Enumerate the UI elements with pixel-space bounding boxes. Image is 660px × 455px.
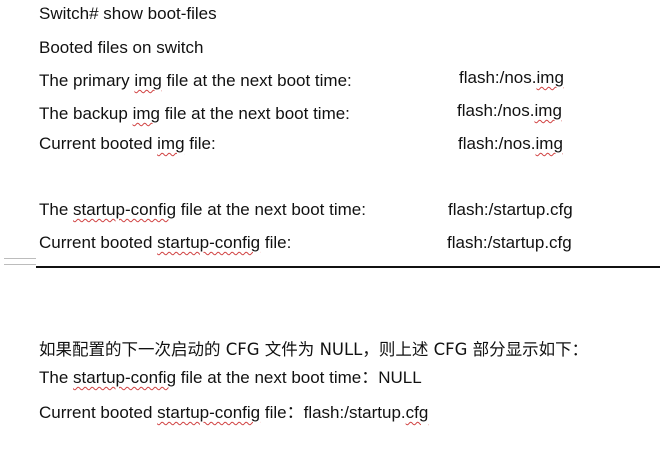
startup-label-config: startup-config bbox=[73, 200, 177, 219]
primary-img-label: The primary img file at the next boot ti… bbox=[39, 70, 352, 92]
backup-label-img: img bbox=[132, 104, 160, 123]
current-img-value-img: img bbox=[535, 134, 563, 153]
backup-label-rest: file at the next boot time: bbox=[159, 104, 350, 123]
startup-label-rest: file at the next boot time: bbox=[176, 200, 366, 219]
null-current-rest: file：flash:/startup. bbox=[260, 403, 406, 422]
null-startup-line: The startup-config file at the next boot… bbox=[39, 367, 422, 389]
null-note: 如果配置的下一次启动的 CFG 文件为 NULL，则上述 CFG 部分显示如下： bbox=[39, 339, 588, 361]
current-img-label-rest: file: bbox=[184, 134, 216, 153]
null-note-cfg1: CFG bbox=[225, 340, 260, 359]
current-startup-value: flash:/startup.cfg bbox=[447, 232, 572, 254]
null-note-null: NULL bbox=[319, 340, 363, 359]
null-current-part: Current booted bbox=[39, 403, 158, 422]
booted-files-title: Booted files on switch bbox=[39, 37, 203, 59]
startup-value-text: flash:/startup.cfg bbox=[448, 200, 573, 219]
backup-value-part: flash:/nos. bbox=[457, 101, 535, 120]
backup-label-part: The backup bbox=[39, 104, 133, 123]
primary-value-img: img bbox=[536, 68, 564, 87]
current-img-label: Current booted img file: bbox=[39, 133, 216, 155]
primary-label-part: The primary bbox=[39, 71, 135, 90]
section-divider bbox=[36, 266, 660, 268]
backup-img-value: flash:/nos.img bbox=[457, 100, 562, 122]
null-startup-config: startup-config bbox=[73, 368, 177, 387]
null-current-config: startup-config bbox=[157, 403, 261, 422]
booted-files-title-text: Booted files on switch bbox=[39, 38, 204, 57]
primary-img-value: flash:/nos.img bbox=[459, 67, 564, 89]
current-img-value: flash:/nos.img bbox=[458, 133, 563, 155]
null-note-part4: 部分显示如下： bbox=[467, 340, 589, 359]
current-img-label-img: img bbox=[157, 134, 185, 153]
page-margin-mark-top bbox=[4, 258, 36, 259]
current-startup-label-rest: file: bbox=[260, 233, 292, 252]
null-current-line: Current booted startup-config file：flash… bbox=[39, 402, 428, 424]
current-img-value-part: flash:/nos. bbox=[458, 134, 536, 153]
command-line: Switch# show boot-files bbox=[39, 3, 217, 25]
backup-value-img: img bbox=[534, 101, 562, 120]
page-margin-mark-bottom bbox=[4, 264, 36, 265]
startup-config-value: flash:/startup.cfg bbox=[448, 199, 573, 221]
null-note-cfg2: CFG bbox=[433, 340, 468, 359]
primary-label-rest: file at the next boot time: bbox=[161, 71, 352, 90]
null-note-part1: 如果配置的下一次启动的 bbox=[39, 340, 226, 359]
current-startup-label-part: Current booted bbox=[39, 233, 158, 252]
command-text: Switch# show boot-files bbox=[39, 4, 217, 23]
null-current-cfg: cfg bbox=[405, 403, 429, 422]
startup-config-label: The startup-config file at the next boot… bbox=[39, 199, 366, 221]
primary-value-part: flash:/nos. bbox=[459, 68, 537, 87]
startup-label-part: The bbox=[39, 200, 74, 219]
current-img-label-part: Current booted bbox=[39, 134, 158, 153]
current-startup-value-text: flash:/startup.cfg bbox=[447, 233, 572, 252]
null-startup-rest: file at the next boot time：NULL bbox=[176, 368, 422, 387]
backup-img-label: The backup img file at the next boot tim… bbox=[39, 103, 350, 125]
null-note-part3: ，则上述 bbox=[362, 340, 434, 359]
null-note-part2: 文件为 bbox=[259, 340, 320, 359]
current-startup-label-config: startup-config bbox=[157, 233, 261, 252]
null-startup-part: The bbox=[39, 368, 74, 387]
primary-label-img: img bbox=[134, 71, 162, 90]
current-startup-label: Current booted startup-config file: bbox=[39, 232, 291, 254]
